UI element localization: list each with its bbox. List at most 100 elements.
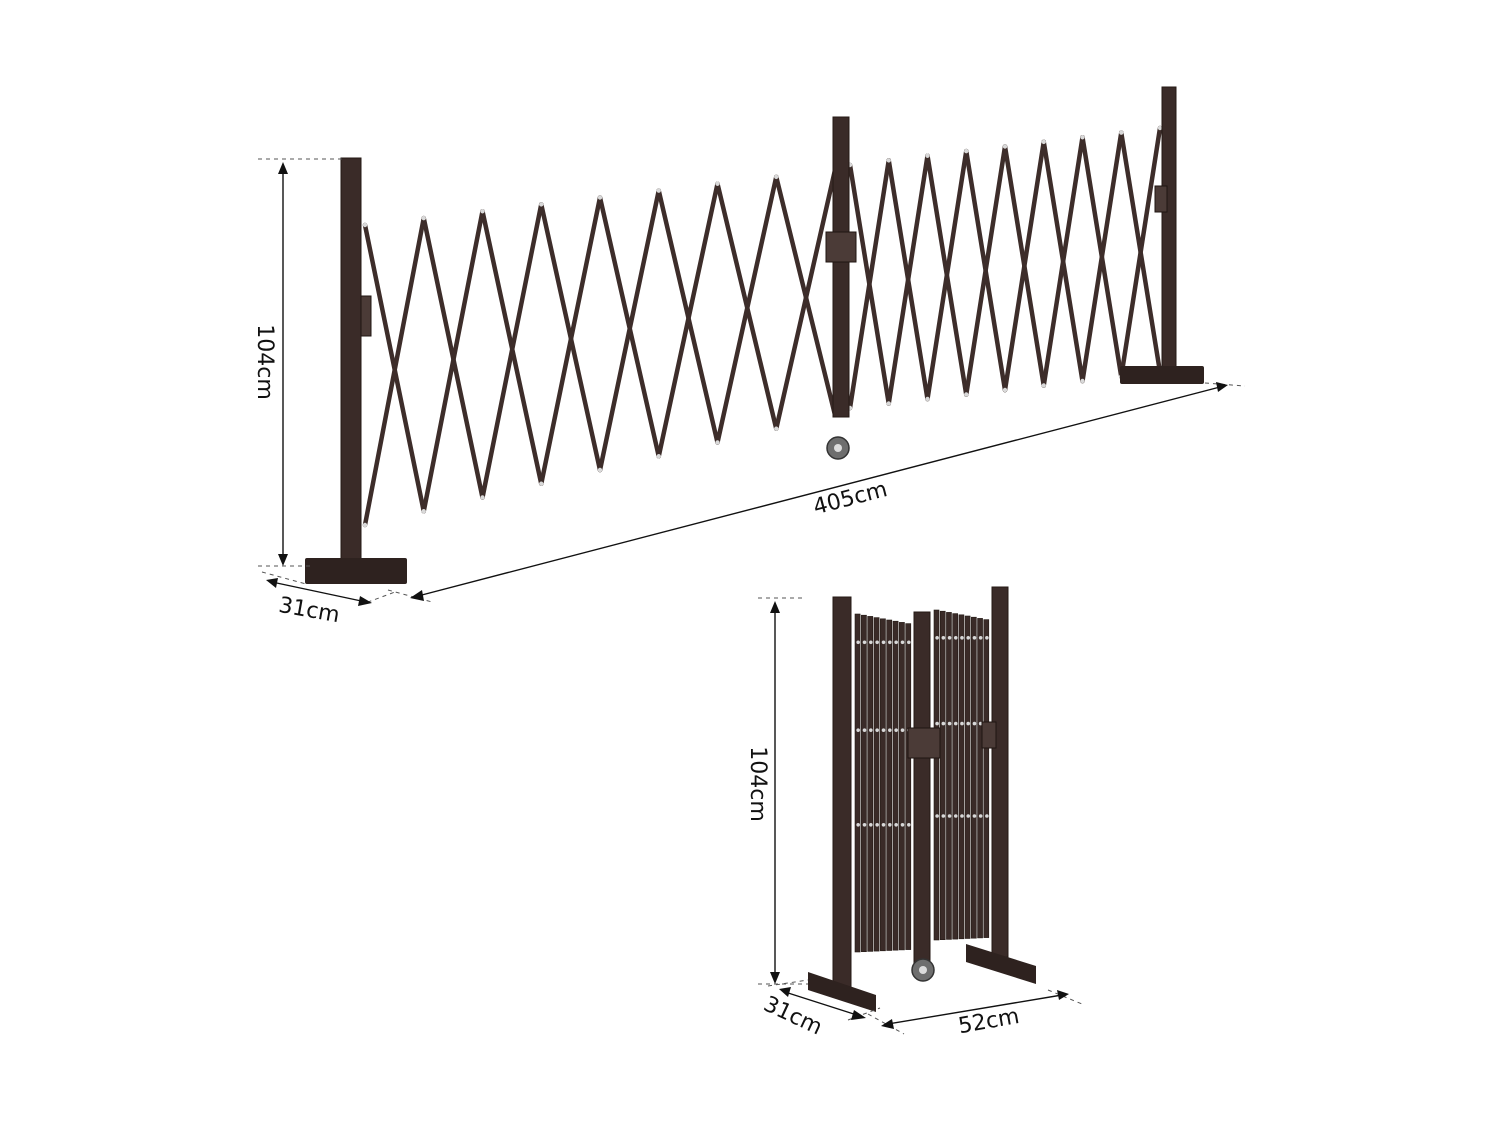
folded-slat [880, 618, 886, 952]
rivet [894, 728, 898, 732]
rivet [888, 640, 892, 645]
rivet [421, 215, 426, 221]
rivet [1002, 387, 1008, 393]
folded-slat [867, 616, 874, 952]
lattice-bar [362, 215, 426, 528]
lattice-bar [774, 167, 838, 431]
folded-slat [983, 619, 990, 938]
rivet [900, 640, 905, 645]
rivet [978, 814, 983, 818]
rivet [941, 721, 946, 726]
rivet [894, 640, 898, 645]
lattice-bar [886, 153, 930, 406]
left-end-post [305, 157, 407, 584]
rivet [362, 222, 368, 228]
rivet [869, 823, 873, 827]
rivet [900, 823, 905, 827]
rivet [960, 721, 964, 726]
folded-slat [854, 613, 861, 953]
rivet [862, 728, 867, 732]
lattice-bar [925, 148, 969, 402]
rivet [480, 209, 485, 214]
folded-slat [964, 615, 971, 939]
rivet [894, 823, 898, 827]
rivet [856, 728, 860, 732]
folded-slat [861, 614, 867, 953]
rivet [869, 728, 873, 732]
rivet [881, 640, 886, 645]
rivet [886, 401, 891, 406]
extended-depth-label: 31cm [277, 593, 342, 628]
rivet [972, 636, 977, 640]
lattice-bar [1080, 130, 1124, 384]
rivet [1080, 378, 1085, 384]
rivet [715, 181, 720, 186]
rivet [715, 440, 720, 445]
rivet [1080, 135, 1085, 140]
rivet [881, 728, 886, 732]
folded-right-foot [966, 944, 1036, 984]
rivet [935, 814, 939, 818]
extended-length-dimension: 405cm [387, 382, 1246, 603]
rivet [935, 636, 939, 640]
rivet [925, 396, 930, 402]
rivet [362, 522, 368, 528]
rivet [900, 728, 905, 732]
rivet [869, 640, 873, 645]
rivet [856, 640, 860, 645]
rivet [1041, 139, 1046, 145]
folded-right-post [966, 586, 1036, 984]
rivet [966, 636, 971, 640]
rivet [888, 823, 892, 827]
folded-slat [892, 620, 899, 951]
folded-fence: 104cm 31cm 52cm [745, 586, 1083, 1041]
lattice-bar [539, 195, 603, 486]
rivet [656, 454, 661, 459]
folded-left-foot [808, 972, 876, 1012]
lattice-bar [847, 158, 891, 411]
rivet [875, 823, 879, 827]
rivet [886, 158, 891, 163]
folded-slat [886, 619, 893, 951]
rivet [1119, 130, 1124, 135]
rivet [1002, 144, 1008, 149]
rivet [907, 823, 911, 827]
extended-height-label: 104cm [252, 324, 277, 400]
rivet [421, 509, 426, 514]
rivet [978, 636, 983, 640]
rivet [888, 728, 892, 732]
right-end-post [1120, 86, 1204, 384]
rivet [941, 636, 946, 640]
rivet [480, 495, 485, 500]
rivet [966, 814, 971, 818]
folded-slats-right [933, 609, 990, 941]
rivet [947, 814, 952, 818]
folded-height-label: 104cm [745, 746, 770, 822]
folded-slat [905, 623, 912, 950]
rivet [774, 174, 779, 180]
rivet [985, 814, 989, 818]
lattice-bar [421, 209, 485, 514]
folded-slat [946, 612, 952, 940]
left-foot [305, 558, 407, 584]
folded-slat [873, 617, 880, 952]
folded-slat [933, 609, 940, 941]
rivet [597, 195, 603, 200]
folded-slat [958, 614, 965, 940]
folded-depth-label: 31cm [760, 992, 826, 1041]
rivet [881, 823, 886, 827]
rivet [856, 823, 860, 827]
rivet [966, 721, 971, 726]
rivet [964, 148, 969, 154]
rivet [935, 721, 939, 726]
lattice-bar [1002, 139, 1046, 393]
rivet [964, 392, 969, 397]
rivet [953, 814, 958, 818]
lattice-bar [480, 202, 544, 500]
rivet [985, 636, 989, 640]
rivet [947, 636, 952, 640]
folded-width-label: 52cm [956, 1004, 1021, 1039]
folded-slat [939, 610, 946, 941]
rivet [597, 467, 603, 473]
